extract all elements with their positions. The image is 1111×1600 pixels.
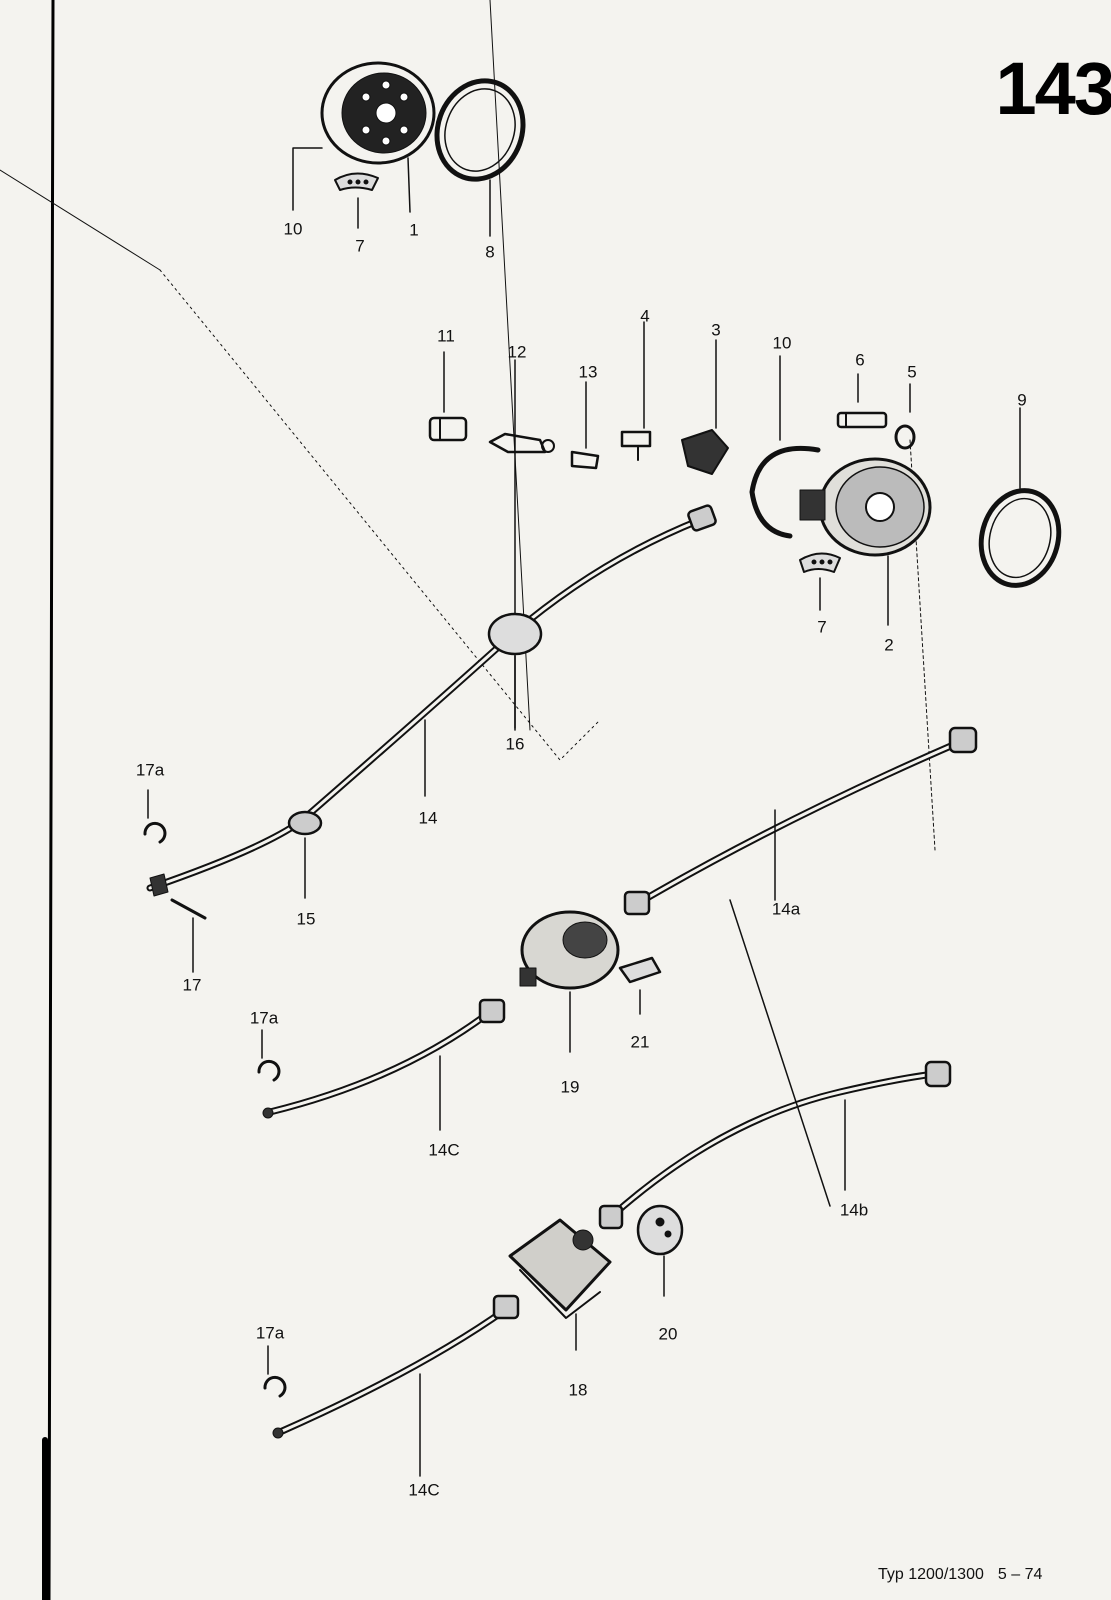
speedometer-cable-14a: [623, 726, 978, 916]
scan-artifact-line: [489, 0, 531, 731]
cotter-pin-17: [170, 898, 207, 920]
washer-5: [894, 424, 916, 450]
gauge-small: [320, 61, 436, 165]
callout-leaders-row: [443, 321, 1021, 731]
clip-4: [620, 430, 652, 461]
bulb-holder-mid: [799, 552, 841, 573]
callout-19: 19: [560, 1077, 580, 1097]
callout-12: 12: [507, 342, 527, 362]
callout-5: 5: [907, 362, 917, 382]
callout-17: 17: [182, 975, 202, 995]
callout-14a: 14a: [771, 899, 801, 919]
scan-artifact-dotted-line: [159, 269, 601, 761]
callout-20: 20: [658, 1324, 678, 1344]
trim-ring-right: [978, 488, 1062, 588]
callout-leaders-14c-lower: [267, 1345, 421, 1477]
callout-2: 2: [884, 635, 894, 655]
callout-7-mid: 7: [817, 617, 827, 637]
callout-17a-3: 17a: [255, 1323, 285, 1343]
callout-leaders-14c-upper: [261, 1029, 441, 1131]
cable-nut: [687, 504, 717, 532]
callout-4: 4: [640, 306, 650, 326]
mileage-counter-19: [519, 910, 620, 990]
callout-leaders-14b: [729, 899, 846, 1207]
callout-7-top: 7: [355, 236, 365, 256]
callout-14: 14: [418, 808, 438, 828]
bulb-holder-top: [334, 172, 379, 191]
callout-13: 13: [578, 362, 598, 382]
callout-leaders-18-20: [575, 1255, 665, 1351]
speedometer-cable-14b: [598, 1060, 952, 1230]
page-footer: Typ 1200/1300 5 – 74: [878, 1566, 1056, 1584]
speedometer-cable-14: [146, 504, 717, 897]
speedometer: [799, 457, 932, 557]
callout-leaders-top: [292, 147, 491, 237]
callout-18: 18: [568, 1380, 588, 1400]
callout-10-top: 10: [283, 219, 303, 239]
screw-6: [836, 411, 888, 429]
bracket-21: [618, 956, 662, 984]
callout-14c-upper: 14C: [428, 1140, 460, 1160]
speedometer-cable-14c-lower: [272, 1294, 520, 1439]
callout-10-mid: 10: [772, 333, 792, 353]
callout-6: 6: [855, 350, 865, 370]
adapter-20: [636, 1204, 684, 1256]
callout-9: 9: [1017, 390, 1027, 410]
footer-model: Typ 1200/1300: [878, 1566, 984, 1583]
instrument-screw: [428, 416, 468, 442]
callout-14b: 14b: [839, 1200, 869, 1220]
footer-edition: 5 – 74: [997, 1566, 1043, 1583]
callout-15: 15: [296, 909, 316, 929]
callout-11: 11: [437, 326, 455, 346]
bulb-12: [488, 432, 555, 454]
page-number: 143: [995, 47, 1111, 130]
callout-16: 16: [505, 734, 525, 754]
callout-leaders-19-21: [569, 989, 641, 1053]
callout-leaders-mid: [819, 555, 889, 626]
binding-edge-line: [47, 0, 55, 1600]
retaining-clip-17a-2: [257, 1059, 281, 1082]
mileage-counter-18: [508, 1218, 612, 1319]
retaining-clip-17a: [143, 821, 167, 844]
scan-artifact-line: [0, 169, 161, 271]
grommet-15: [287, 810, 323, 836]
speedometer-cable-14c-upper: [262, 998, 506, 1119]
callout-1: 1: [409, 220, 419, 240]
callout-8: 8: [485, 242, 495, 262]
callout-14c-lower: 14C: [408, 1480, 440, 1500]
trim-ring-top: [434, 78, 526, 182]
retaining-clip-17a-3: [263, 1375, 287, 1398]
bulb-13: [570, 450, 600, 470]
callout-leaders-cable-14: [147, 655, 516, 973]
seal-ring-mid: [749, 445, 821, 539]
callout-17a-1: 17a: [135, 760, 165, 780]
voltage-stabilizer: [681, 429, 729, 475]
grommet-16: [487, 612, 543, 656]
callout-17a-2: 17a: [249, 1008, 279, 1028]
callout-21: 21: [630, 1032, 650, 1052]
callout-3: 3: [711, 320, 721, 340]
